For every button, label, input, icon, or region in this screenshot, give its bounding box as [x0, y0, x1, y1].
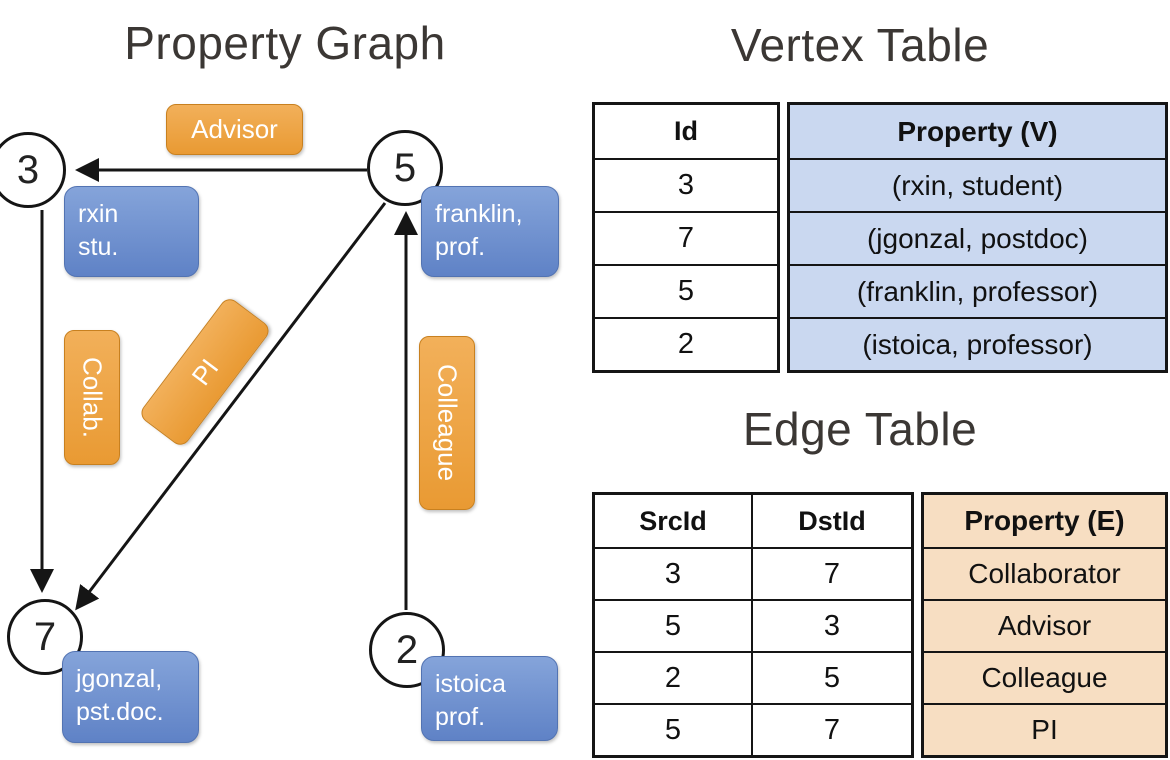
edge-label-advisor: Advisor: [166, 104, 303, 155]
edge-table-src-dst-columns: SrcId DstId 3 7 5 3 2 5 5 7: [592, 492, 914, 758]
edge-table-property-cell: Colleague: [924, 651, 1165, 703]
vertex-id-label: 2: [395, 627, 419, 672]
graph-title: Property Graph: [124, 17, 446, 69]
vertex-node-5: 5: [367, 130, 443, 206]
edge-table-dstid-cell: 7: [751, 703, 911, 755]
vertex-table-id-column: Id 3 7 5 2: [592, 102, 780, 373]
edge-label-pi: PI: [137, 295, 273, 449]
vertex-table-property-cell: (istoica, professor): [790, 317, 1165, 370]
edge-table-title: Edge Table: [742, 403, 978, 455]
vertex-property-box-2: istoica prof.: [421, 656, 558, 741]
edge-table-property-cell: Collaborator: [924, 547, 1165, 599]
edge-table-property-cell: Advisor: [924, 599, 1165, 651]
edge-table-header-property: Property (E): [924, 495, 1165, 547]
vertex-table-property-cell: (jgonzal, postdoc): [790, 211, 1165, 264]
edge-table-srcid-cell: 5: [595, 599, 751, 651]
edge-table-property-column: Property (E) Collaborator Advisor Collea…: [921, 492, 1168, 758]
vertex-table-id-cell: 2: [595, 317, 777, 370]
edge-table-dstid-cell: 5: [751, 651, 911, 703]
edge-table-srcid-cell: 5: [595, 703, 751, 755]
edge-table-srcid-cell: 3: [595, 547, 751, 599]
edge-table-dstid-cell: 3: [751, 599, 911, 651]
vertex-table-title: Vertex Table: [730, 19, 990, 71]
vertex-table-property-cell: (rxin, student): [790, 158, 1165, 211]
vertex-table-header-id: Id: [674, 116, 698, 146]
edge-table-srcid-cell: 2: [595, 651, 751, 703]
vertex-id-label: 5: [393, 145, 417, 190]
vertex-table-header-property: Property (V): [790, 105, 1165, 158]
vertex-table-id-cell: 3: [595, 158, 777, 211]
edge-table-header-srcid: SrcId: [639, 505, 707, 536]
vertex-id-label: 3: [16, 147, 40, 192]
vertex-property-box-3: rxin stu.: [64, 186, 199, 277]
edge-label-collab: Collab.: [64, 330, 120, 465]
edge-table-dstid-cell: 7: [751, 547, 911, 599]
edge-table-header-dstid: DstId: [751, 495, 911, 547]
vertex-id-label: 7: [33, 614, 57, 659]
vertex-table-property-cell: (franklin, professor): [790, 264, 1165, 317]
vertex-table-id-cell: 7: [595, 211, 777, 264]
vertex-table-property-column: Property (V) (rxin, student) (jgonzal, p…: [787, 102, 1168, 373]
vertex-property-box-7: jgonzal, pst.doc.: [62, 651, 199, 743]
vertex-property-box-5: franklin, prof.: [421, 186, 559, 277]
edge-table-property-cell: PI: [924, 703, 1165, 755]
vertex-table-id-cell: 5: [595, 264, 777, 317]
vertex-node-3: 3: [0, 132, 66, 208]
edge-label-colleague: Colleague: [419, 336, 475, 510]
